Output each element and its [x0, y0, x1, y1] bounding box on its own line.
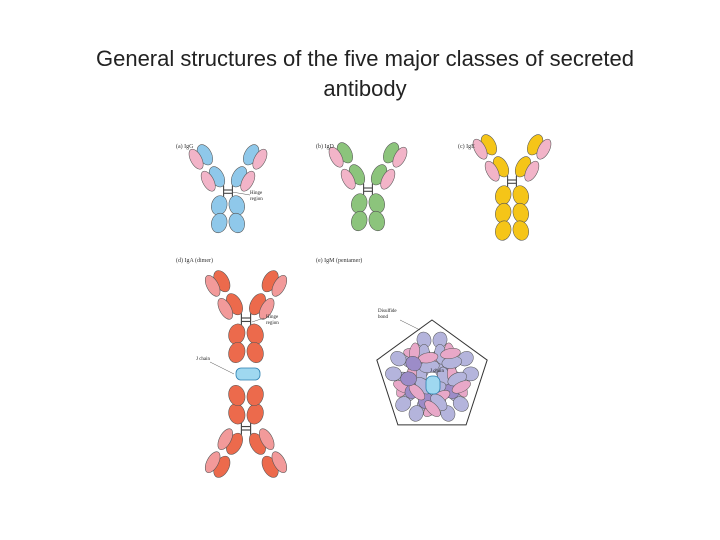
fc-domain: [408, 405, 424, 422]
j-chain-label: J chain: [196, 357, 211, 362]
title-line-2: antibody: [323, 76, 407, 101]
j-chain: [235, 367, 261, 381]
fc-domain: [495, 220, 512, 241]
panel-label-e: (e) IgM (pentamer): [316, 257, 362, 264]
light-chain-domain: [240, 170, 256, 192]
j-chain: [425, 375, 441, 395]
fc-domain: [390, 351, 407, 367]
antibody-monomer: [204, 270, 288, 363]
disulfide-label-2: bond: [378, 315, 389, 320]
light-chain-domain: [424, 400, 441, 417]
light-chain-domain: [217, 428, 233, 450]
light-chain-domain: [340, 168, 356, 190]
j-chain-label: J chain: [430, 369, 445, 374]
antibody-monomer: [204, 385, 288, 478]
light-chain-domain: [392, 146, 408, 168]
light-chain-domain: [451, 380, 471, 394]
light-chain-domain: [252, 148, 268, 170]
light-chain-domain: [380, 168, 396, 190]
j-chain-pointer: [209, 361, 235, 375]
title-line-1: General structures of the five major cla…: [95, 46, 634, 71]
fc-domain: [405, 356, 422, 372]
disulfide-label: Disulfide: [378, 309, 397, 314]
fc-domain: [395, 396, 412, 412]
antibody-monomer: [188, 144, 268, 234]
panel-label-b: (b) IgD: [316, 143, 334, 150]
light-chain-domain: [472, 138, 488, 160]
fc-domain: [228, 212, 245, 234]
light-chain-domain: [204, 451, 221, 473]
igm-monomer: [385, 348, 462, 417]
disulfide-pointer: [399, 319, 421, 331]
light-chain-domain: [259, 428, 275, 450]
fc-domain: [400, 371, 417, 387]
fc-domain: [385, 366, 402, 382]
hinge-label: Hinge: [250, 191, 263, 196]
fc-domain: [452, 396, 469, 412]
hinge-pointer: [231, 191, 251, 196]
light-chain-domain: [271, 451, 288, 473]
fc-domain: [368, 210, 385, 232]
antibody-monomer: [472, 134, 552, 241]
light-chain-domain: [188, 148, 204, 170]
panel-ige: [472, 134, 552, 241]
fc-domain: [512, 220, 529, 241]
antibody-monomer: [328, 142, 408, 232]
fc-domain: [246, 342, 264, 363]
fc-domain: [228, 385, 246, 406]
light-chain-domain: [484, 160, 500, 182]
page-title: General structures of the five major cla…: [60, 44, 670, 104]
hinge-label-2: region: [266, 321, 279, 326]
fc-domain: [246, 385, 264, 406]
panel-label-a: (a) IgG: [176, 143, 194, 150]
hinge-label-2: region: [250, 197, 263, 202]
light-chain-domain: [200, 170, 216, 192]
light-chain-domain: [217, 298, 233, 320]
panel-igd: [328, 142, 408, 232]
light-chain-domain: [524, 160, 540, 182]
light-chain-domain: [271, 275, 288, 297]
fc-domain: [351, 210, 368, 232]
light-chain-domain: [328, 146, 344, 168]
light-chain-domain: [440, 348, 461, 359]
fc-domain: [228, 342, 246, 363]
light-chain-domain: [536, 138, 552, 160]
light-chain-domain: [204, 275, 221, 297]
hinge-label: Hinge: [266, 315, 279, 320]
hinge-pointer: [251, 317, 265, 323]
pentamer-ring: [376, 319, 488, 426]
panel-label-c: (c) IgE: [458, 143, 475, 150]
fc-domain: [211, 212, 228, 234]
panel-label-d: (d) IgA (dimer): [176, 257, 213, 264]
